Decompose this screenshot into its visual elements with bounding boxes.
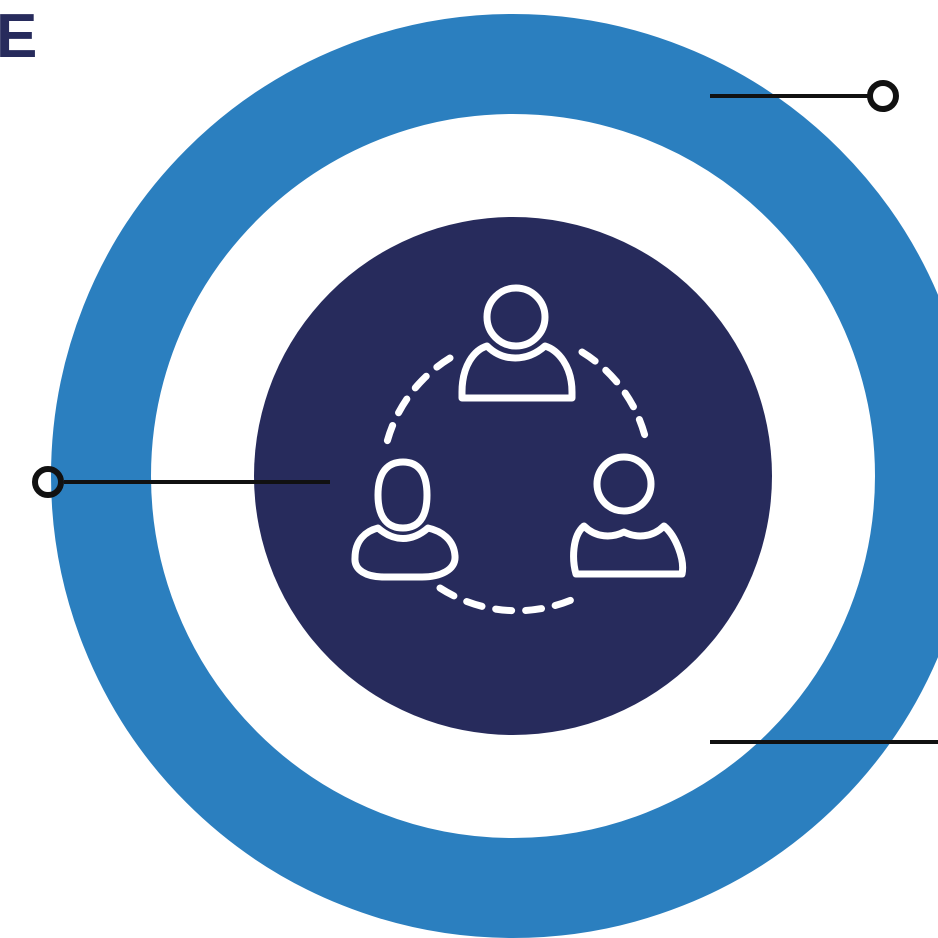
connector-left	[32, 466, 330, 498]
ring-endpoint-icon	[867, 80, 899, 112]
dashed-orbit	[382, 348, 650, 615]
ring-endpoint-icon	[32, 466, 64, 498]
people-network-icon	[351, 284, 687, 615]
heading-fragment: E	[0, 2, 38, 71]
outer-ring	[51, 14, 938, 938]
connector-top-right	[710, 80, 899, 112]
person-right	[570, 453, 687, 578]
person-top	[458, 284, 576, 402]
inner-disc	[254, 217, 772, 735]
person-left	[351, 458, 459, 581]
